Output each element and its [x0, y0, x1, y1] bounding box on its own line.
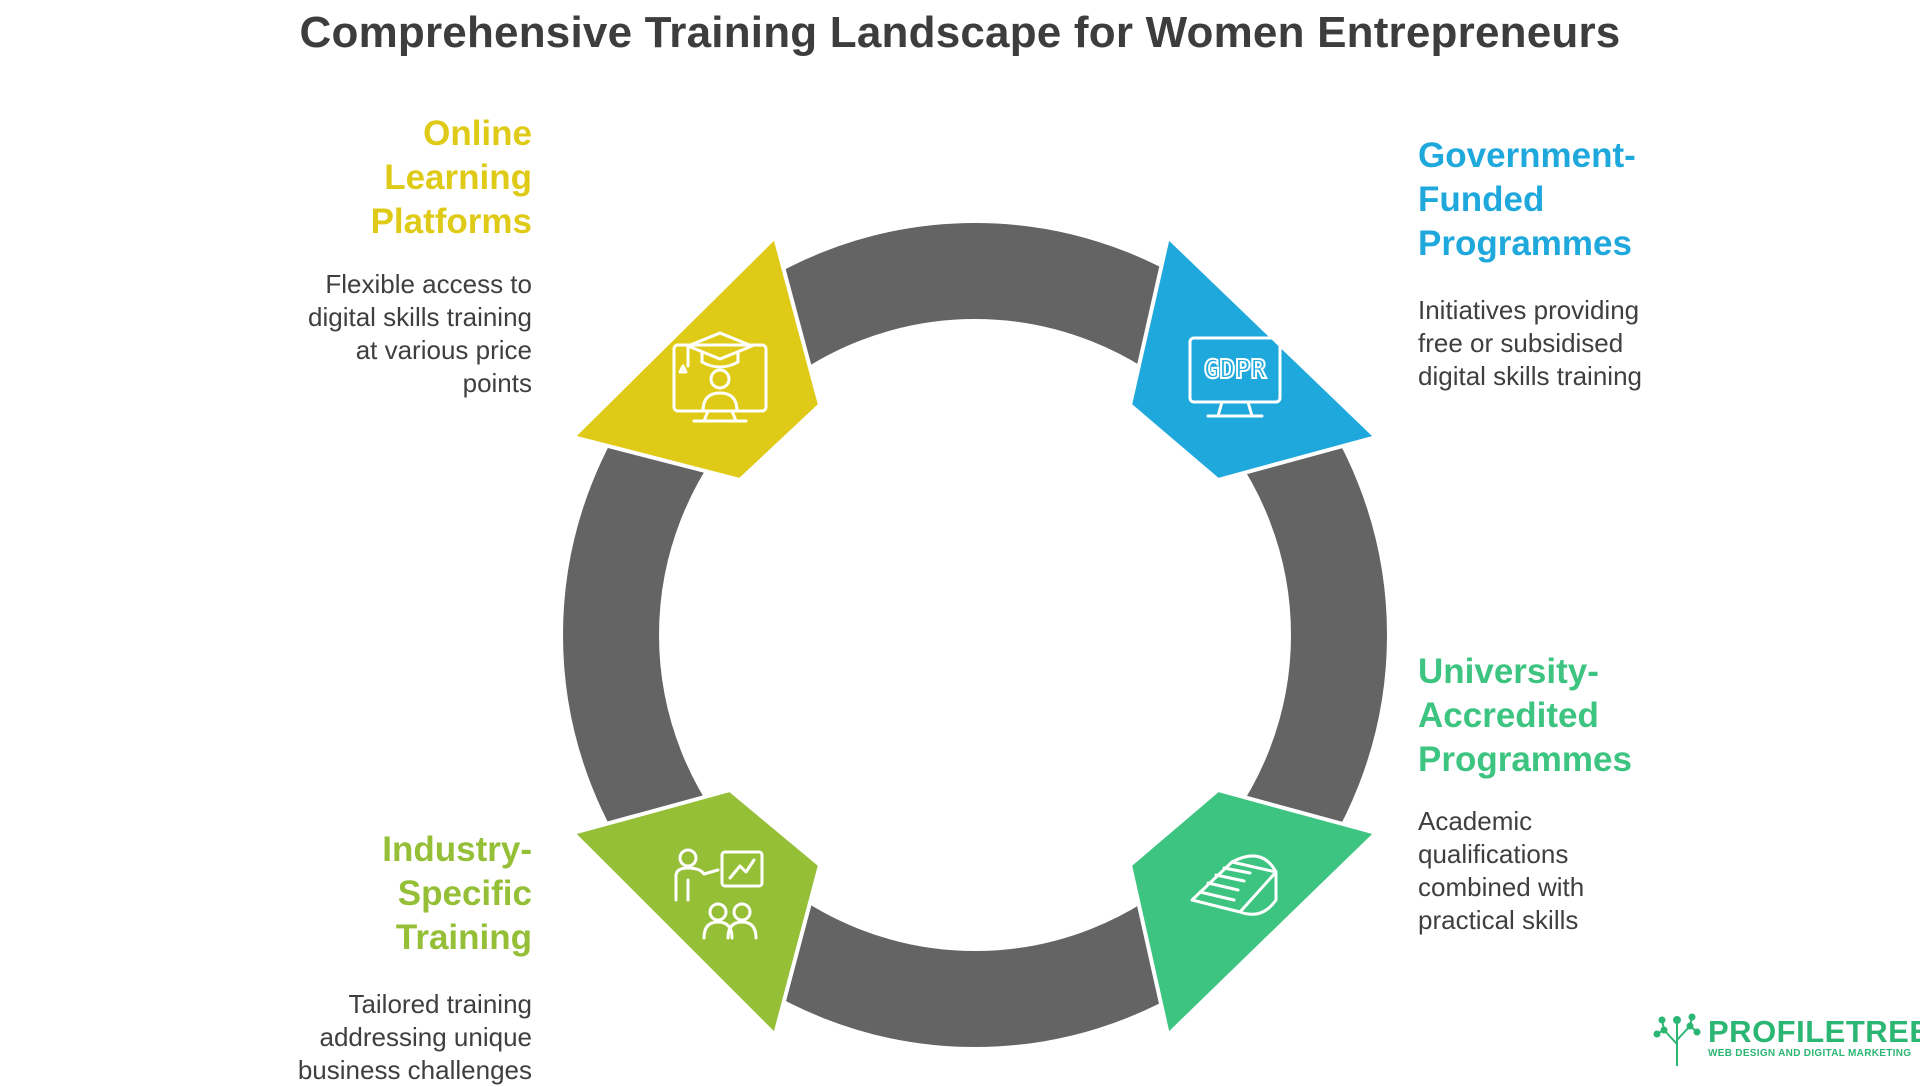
tree-icon	[1653, 1013, 1701, 1066]
industry-specific-desc-line: business challenges	[297, 1055, 532, 1085]
logo-tagline: WEB DESIGN AND DIGITAL MARKETING	[1708, 1048, 1912, 1059]
government-funded-description: Initiatives providing free or subsidised…	[1418, 294, 1642, 393]
profiletree-logo: PROFILETREE WEB DESIGN AND DIGITAL MARKE…	[1652, 1010, 1920, 1070]
cycle-ring	[563, 223, 1387, 1047]
online-learning-title-line: Online	[423, 114, 532, 153]
online-learning-description: Flexible access to digital skills traini…	[308, 268, 532, 400]
industry-specific-title-line: Training	[395, 918, 532, 957]
government-funded-title-line: Government-	[1418, 136, 1636, 175]
presentation-audience-icon	[674, 848, 764, 940]
government-funded-title-line: Funded	[1418, 180, 1545, 219]
university-accredited-desc-line: qualifications	[1418, 839, 1569, 869]
gdpr-icon-label: GDPR	[1204, 355, 1267, 385]
industry-specific-title: Industry- Specific Training	[382, 828, 532, 960]
online-learning-desc-line: Flexible access to	[325, 269, 532, 299]
university-accredited-title: University- Accredited Programmes	[1418, 650, 1632, 782]
page-title: Comprehensive Training Landscape for Wom…	[299, 8, 1621, 57]
online-learning-desc-line: digital skills training	[308, 302, 532, 332]
online-learning-title-line: Platforms	[370, 202, 532, 241]
online-learning-segment	[571, 235, 822, 482]
university-accredited-segment	[1128, 788, 1378, 1037]
university-accredited-title-line: Accredited	[1418, 696, 1599, 735]
university-accredited-description: Academic qualifications combined with pr…	[1418, 805, 1584, 937]
university-accredited-desc-line: practical skills	[1418, 905, 1579, 935]
industry-specific-segment	[571, 788, 822, 1037]
government-funded-desc-line: digital skills training	[1418, 361, 1642, 391]
government-funded-desc-line: free or subsidised	[1418, 328, 1624, 358]
online-learning-title-line: Learning	[384, 158, 532, 197]
logo-wordmark: PROFILETREE	[1708, 1014, 1920, 1049]
online-learning-desc-line: at various price	[355, 335, 532, 365]
industry-specific-title-line: Specific	[397, 874, 532, 913]
university-accredited-desc-line: combined with	[1418, 872, 1585, 902]
industry-specific-description: Tailored training addressing unique busi…	[298, 988, 532, 1087]
graduate-computer-icon	[672, 331, 768, 423]
online-learning-title: Online Learning Platforms	[371, 112, 532, 244]
open-book-icon	[1190, 854, 1278, 916]
gdpr-monitor-icon	[1188, 336, 1282, 418]
government-funded-desc-line: Initiatives providing	[1418, 295, 1640, 325]
government-funded-title-line: Programmes	[1418, 224, 1632, 263]
university-accredited-desc-line: Academic	[1418, 806, 1533, 836]
online-learning-desc-line: points	[462, 368, 532, 398]
government-funded-segment	[1128, 235, 1378, 482]
government-funded-title: Government- Funded Programmes	[1418, 134, 1636, 266]
industry-specific-title-line: Industry-	[382, 830, 532, 869]
university-accredited-title-line: University-	[1418, 652, 1599, 691]
university-accredited-title-line: Programmes	[1418, 740, 1632, 779]
industry-specific-desc-line: Tailored training	[348, 989, 532, 1019]
industry-specific-desc-line: addressing unique	[319, 1022, 533, 1052]
